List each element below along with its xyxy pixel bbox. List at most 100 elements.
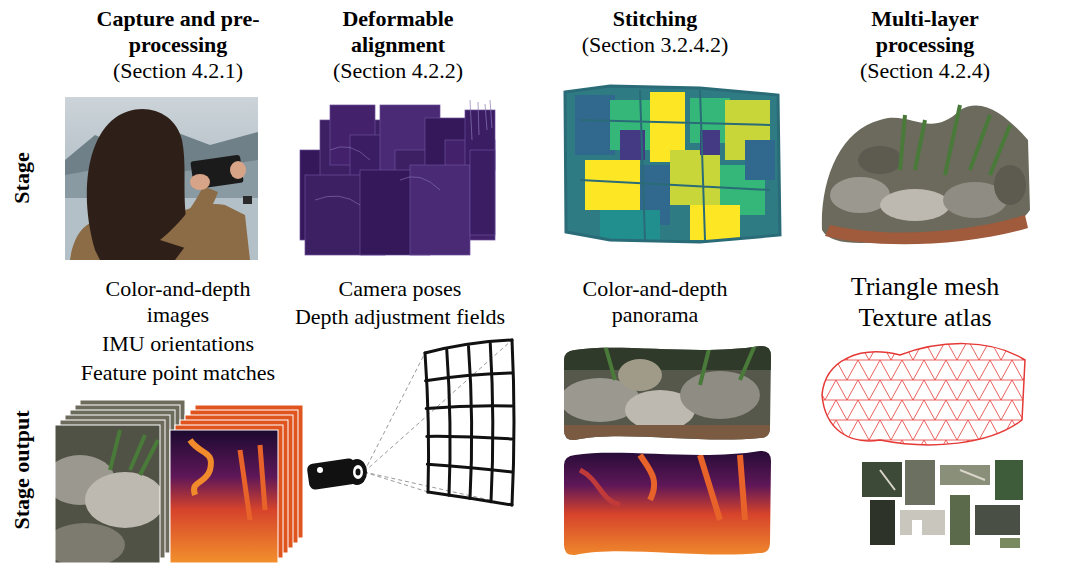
mesh-render <box>900 105 1010 175</box>
alignment-render <box>470 150 495 235</box>
camera-projection <box>317 467 323 473</box>
row-label: Stage output <box>9 410 35 529</box>
stitching-render <box>670 150 720 205</box>
mesh-render <box>858 146 902 174</box>
color-panorama <box>618 359 662 391</box>
color-panorama <box>560 340 775 445</box>
section-ref: (Section 4.2.2) <box>333 58 463 84</box>
texture-atlas <box>950 495 970 545</box>
output-text: Depth adjustment fields <box>295 304 505 330</box>
triangle-mesh <box>815 335 1030 455</box>
output-text: Color-and-depth images <box>91 276 266 328</box>
stitching-render <box>580 90 770 240</box>
stitching-render <box>560 80 785 250</box>
texture-atlas <box>870 500 895 545</box>
texture-atlas <box>862 460 1023 548</box>
section-ref: (Section 4.2.4) <box>860 58 990 84</box>
depth-image-stack <box>170 430 278 563</box>
triangle-mesh <box>822 344 1025 445</box>
color-image-stack <box>110 430 158 475</box>
depth-adjustment-grid <box>447 350 450 496</box>
texture-atlas <box>912 520 922 542</box>
color-image-stack <box>55 425 160 563</box>
stitching-render <box>565 86 780 242</box>
depth-adjustment-grid <box>469 347 472 499</box>
capture-photo <box>65 97 258 260</box>
section-ref: (Section 4.2.1) <box>113 58 243 84</box>
depth-image-stack <box>190 440 211 495</box>
stage-title: Multi-layer processing <box>850 6 1000 58</box>
depth-adjustment-grid <box>427 436 512 439</box>
depth-image-stack <box>170 430 278 563</box>
stitching-render <box>575 95 615 155</box>
color-panorama <box>560 340 775 370</box>
stitching-render <box>560 80 785 250</box>
color-panorama <box>560 425 775 445</box>
output-text: Triangle mesh <box>851 272 1000 302</box>
camera-projection <box>347 459 367 485</box>
depth-image-stack <box>170 405 303 563</box>
camera-projection <box>306 340 512 505</box>
capture-photo <box>190 174 210 190</box>
section-ref: (Section 3.2.4.2) <box>582 32 729 58</box>
mesh-render <box>994 165 1026 205</box>
stage-title: Stitching <box>613 6 697 32</box>
stitching-render <box>745 140 775 180</box>
stage-title: Deformable alignment <box>318 6 478 58</box>
output-text: Texture atlas <box>858 303 991 333</box>
camera-projection <box>364 340 512 505</box>
stitching-render <box>690 205 740 240</box>
texture-atlas <box>995 460 1023 500</box>
color-panorama <box>680 371 760 419</box>
stitching-render <box>560 80 785 250</box>
stitching-render <box>585 160 640 210</box>
depth-panorama <box>640 455 745 520</box>
depth-panorama <box>580 470 620 505</box>
alignment-render <box>470 100 492 140</box>
depth-image-stack <box>240 445 265 520</box>
depth-image-stack <box>170 430 278 563</box>
output-text: Camera poses <box>339 276 462 302</box>
depth-adjustment-grid <box>425 340 514 505</box>
texture-atlas <box>975 505 1020 535</box>
texture-atlas <box>940 465 990 485</box>
camera-projection <box>356 469 361 476</box>
depth-adjustment-grid <box>490 343 493 502</box>
output-text: Feature point matches <box>81 360 275 386</box>
capture-photo <box>65 97 258 260</box>
color-image-stack <box>45 400 185 567</box>
capture-photo <box>160 186 218 248</box>
mesh-render <box>880 189 950 221</box>
color-image-stack <box>85 472 160 528</box>
texture-atlas <box>880 470 985 490</box>
texture-atlas <box>1000 538 1020 548</box>
mesh-render <box>822 105 1030 244</box>
texture-atlas <box>900 510 945 535</box>
depth-adjustment-grid <box>426 373 512 381</box>
depth-adjustment-grid <box>428 492 512 505</box>
capture-photo <box>243 196 252 204</box>
depth-adjustment-grid <box>512 340 514 505</box>
output-text: Color-and-depth panorama <box>568 276 743 328</box>
depth-panorama <box>560 445 775 560</box>
depth-adjustment-grid <box>425 353 429 492</box>
mesh-render <box>825 215 1028 244</box>
color-panorama <box>560 340 775 445</box>
depth-adjustment-grid <box>426 406 512 409</box>
stage-title: Capture and pre-processing <box>88 6 268 58</box>
depth-adjustment-grid <box>427 464 512 472</box>
color-panorama <box>605 345 755 385</box>
alignment-render <box>315 147 440 205</box>
color-image-stack <box>55 523 125 563</box>
depth-panorama <box>560 445 775 560</box>
capture-photo <box>230 161 246 179</box>
output-text: IMU orientations <box>102 331 254 357</box>
depth-adjustment-grid <box>425 340 512 353</box>
stitching-render <box>600 210 660 240</box>
camera-projection <box>353 465 363 479</box>
color-image-stack <box>55 425 160 563</box>
texture-atlas <box>862 462 902 497</box>
alignment-render <box>410 165 470 255</box>
